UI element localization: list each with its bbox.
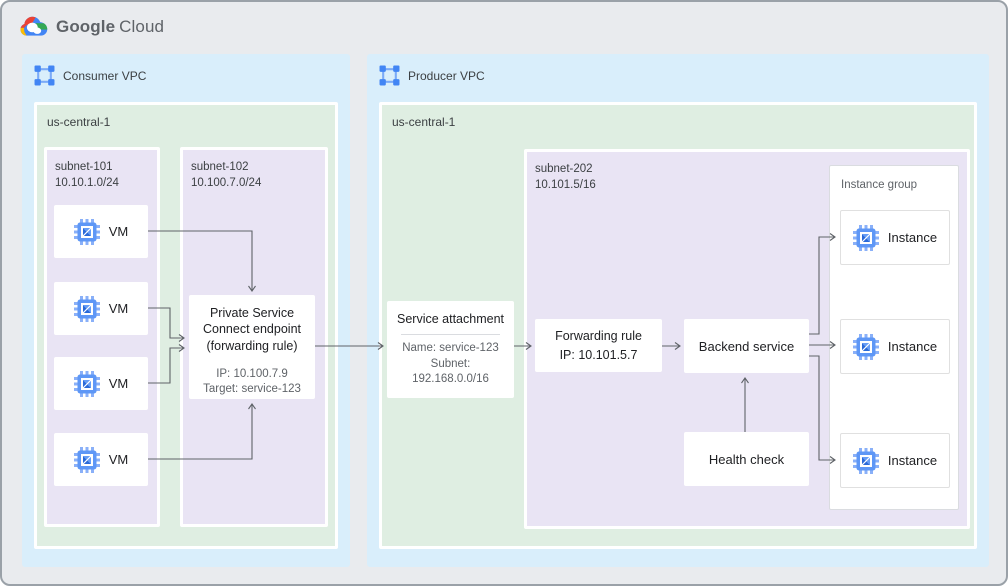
subnet-202-name: subnet-202 — [535, 163, 593, 175]
subnet-202-cidr: 10.101.5/16 — [535, 179, 596, 192]
instance-label: Instance — [887, 453, 938, 468]
psc-endpoint-node: Private Service Connect endpoint (forwar… — [189, 295, 315, 399]
service-attachment-subnet-label: Subnet: — [430, 357, 471, 370]
consumer-region-label: us-central-1 — [47, 115, 111, 129]
producer-vpc-panel: Producer VPC us-central-1 Service attach… — [367, 54, 989, 567]
logo-brand: Google — [56, 16, 116, 36]
vpc-network-icon — [379, 65, 400, 86]
producer-region-panel: us-central-1 Service attachment Name: se… — [379, 102, 977, 549]
vm-icon — [74, 219, 100, 245]
subnet-101-panel: subnet-101 10.10.1.0/24 VM VM VM V — [44, 147, 160, 527]
producer-region-label: us-central-1 — [392, 115, 456, 129]
service-attachment-subnet-cidr: 192.168.0.0/16 — [412, 373, 489, 386]
producer-vpc-header: Producer VPC — [379, 65, 485, 86]
vpc-network-icon — [34, 65, 55, 86]
instance-group-panel: Instance group Instance Instance Instanc… — [829, 165, 959, 510]
vm-node-2: VM — [54, 282, 148, 335]
vm-icon — [74, 447, 100, 473]
service-attachment-name: Name: service-123 — [402, 342, 499, 355]
logo-product: Cloud — [119, 16, 165, 36]
subnet-101-label: subnet-101 10.10.1.0/24 — [55, 159, 119, 191]
vm-label: VM — [108, 376, 129, 391]
subnet-202-panel: subnet-202 10.101.5/16 Forwarding rule I… — [524, 149, 970, 529]
instance-node-1: Instance — [840, 210, 950, 265]
vm-label: VM — [108, 301, 129, 316]
forwarding-rule-title: Forwarding rule — [555, 328, 642, 343]
vm-icon — [74, 296, 100, 322]
instance-group-label: Instance group — [841, 179, 918, 191]
backend-service-node: Backend service — [684, 319, 809, 373]
service-attachment-title: Service attachment — [397, 312, 504, 326]
instance-label: Instance — [887, 339, 938, 354]
vm-icon — [74, 371, 100, 397]
consumer-vpc-header: Consumer VPC — [34, 65, 146, 86]
instance-label: Instance — [887, 230, 938, 245]
instance-node-2: Instance — [840, 319, 950, 374]
consumer-vpc-label: Consumer VPC — [63, 68, 147, 83]
subnet-101-cidr: 10.10.1.0/24 — [55, 177, 119, 190]
producer-vpc-label: Producer VPC — [408, 68, 485, 83]
divider — [401, 334, 500, 336]
subnet-102-cidr: 10.100.7.0/24 — [191, 177, 262, 190]
consumer-vpc-panel: Consumer VPC us-central-1 subnet-101 10.… — [22, 54, 350, 567]
backend-service-label: Backend service — [698, 338, 795, 354]
vm-node-1: VM — [54, 205, 148, 258]
health-check-label: Health check — [708, 451, 785, 467]
psc-endpoint-target: Target: service-123 — [203, 383, 301, 396]
subnet-202-label: subnet-202 10.101.5/16 — [535, 161, 596, 193]
vm-label: VM — [108, 224, 129, 239]
subnet-101-name: subnet-101 — [55, 161, 113, 173]
psc-endpoint-ip: IP: 10.100.7.9 — [216, 367, 288, 380]
subnet-102-label: subnet-102 10.100.7.0/24 — [191, 159, 261, 191]
forwarding-rule-node: Forwarding rule IP: 10.101.5.7 — [535, 319, 662, 372]
vm-label: VM — [108, 452, 129, 467]
vm-node-3: VM — [54, 357, 148, 410]
instance-icon — [853, 334, 879, 360]
instance-icon — [853, 448, 879, 474]
google-cloud-logo-icon — [20, 15, 48, 38]
instance-node-3: Instance — [840, 433, 950, 488]
subnet-102-name: subnet-102 — [191, 161, 249, 173]
subnet-102-panel: subnet-102 10.100.7.0/24 Private Service… — [180, 147, 328, 527]
health-check-node: Health check — [684, 432, 809, 486]
vm-node-4: VM — [54, 433, 148, 486]
instance-icon — [853, 225, 879, 251]
consumer-region-panel: us-central-1 subnet-101 10.10.1.0/24 VM … — [34, 102, 338, 549]
service-attachment-node: Service attachment Name: service-123 Sub… — [387, 301, 514, 398]
forwarding-rule-ip: IP: 10.101.5.7 — [559, 347, 638, 362]
psc-endpoint-title: Private Service Connect endpoint (forwar… — [203, 306, 301, 353]
